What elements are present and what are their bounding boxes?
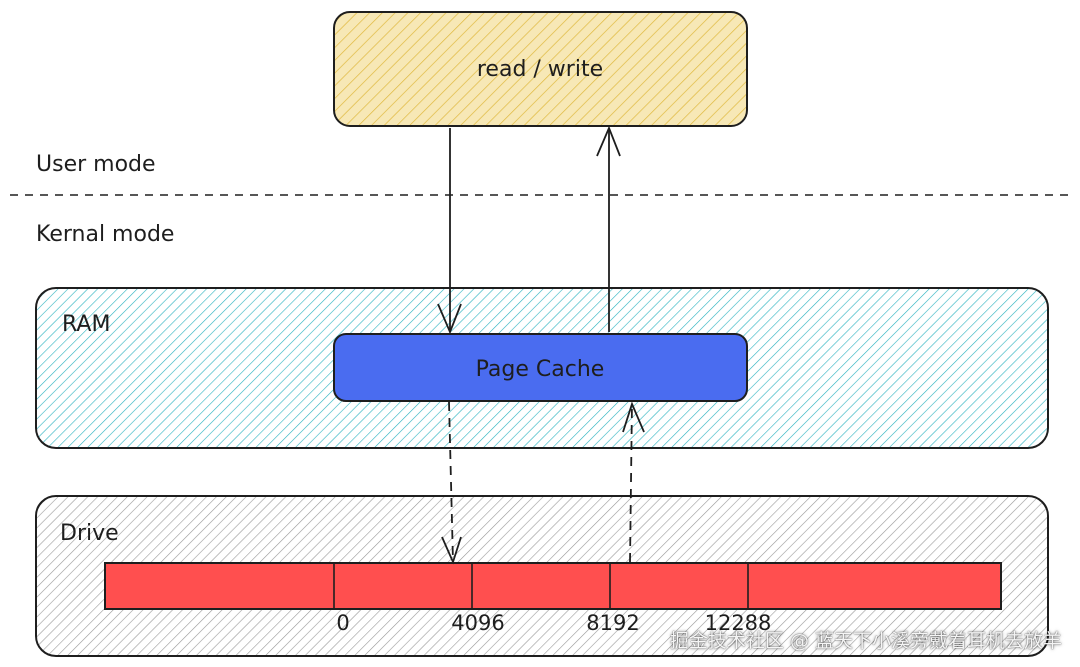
ram-label: RAM [62,312,110,337]
offset-label-8192: 8192 [586,611,639,635]
page-cache-label: Page Cache [476,357,605,382]
syscall-box: read / write [333,11,748,127]
response-arrow [596,125,621,332]
offset-label-0: 0 [336,611,349,635]
offset-label-4096: 4096 [451,611,504,635]
request-arrow [437,128,462,335]
watermark: 掘金技术社区 @ 蓝天下小溪旁戴着耳机去放羊 [669,630,1062,652]
user-mode-label: User mode [36,152,156,177]
page-load-arrow [622,401,645,563]
drive-blocks [104,562,1002,610]
drive-block-strip [104,562,1002,610]
drive-label: Drive [60,521,119,546]
page-fault-arrow [441,401,462,565]
kernel-mode-label: Kernal mode [36,222,174,247]
offset-label-12288: 12288 [705,611,772,635]
syscall-label: read / write [477,57,603,82]
page-cache-box: Page Cache [333,333,748,402]
